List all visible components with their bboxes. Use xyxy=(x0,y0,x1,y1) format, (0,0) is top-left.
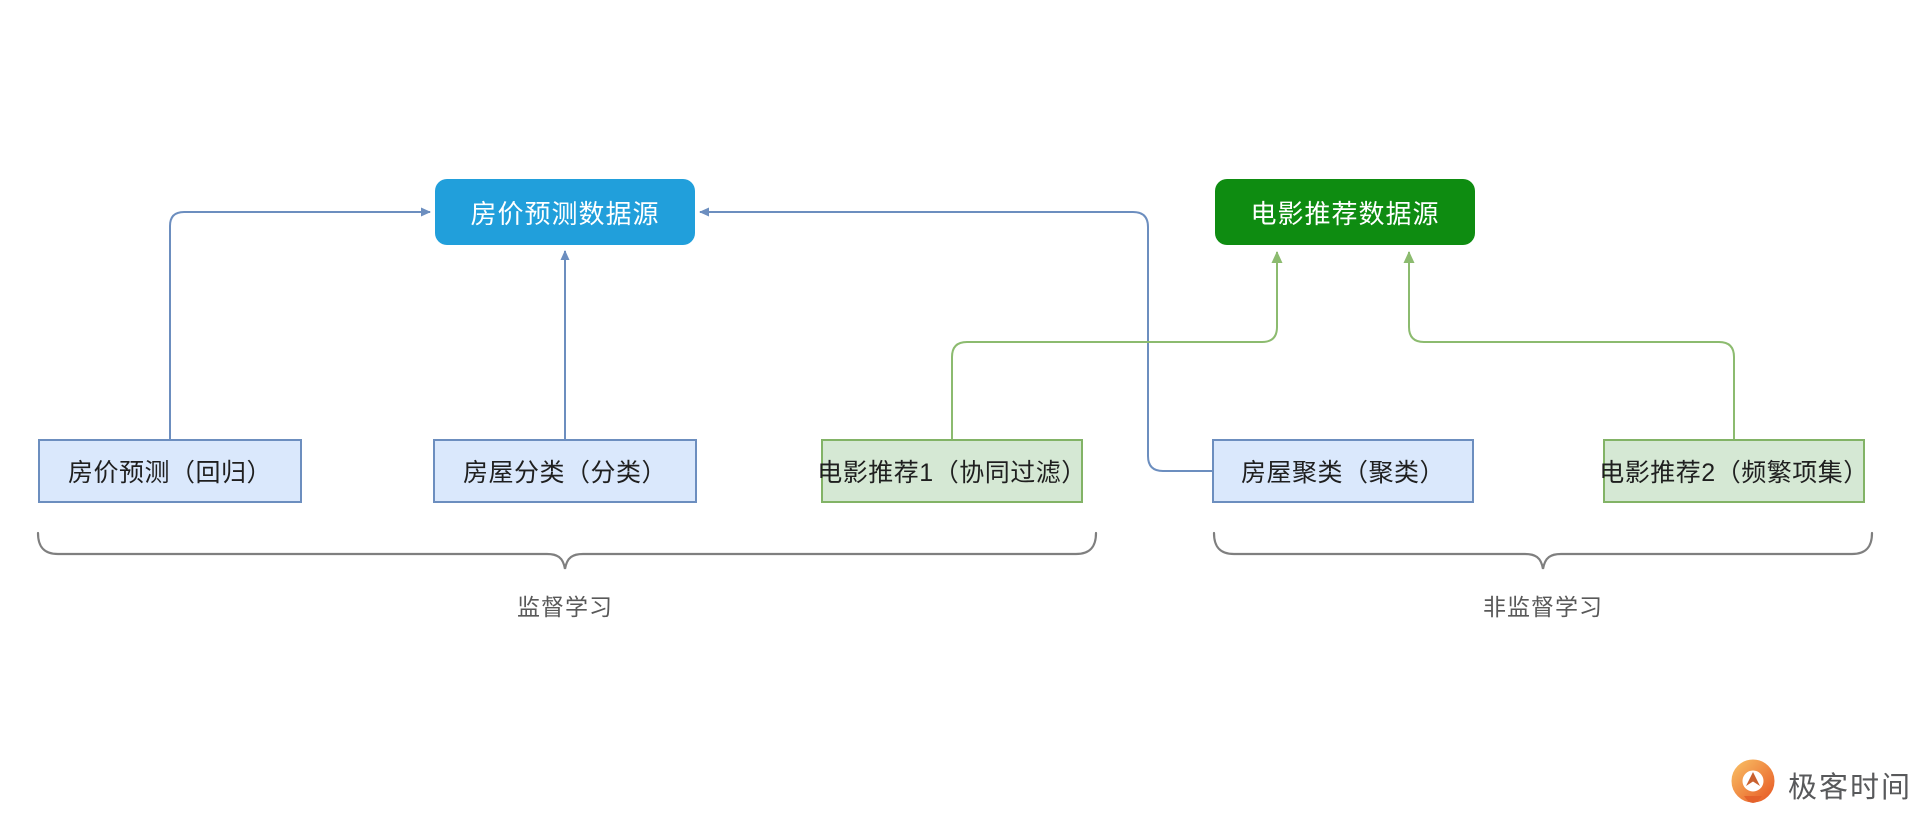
node-movie-rec-data-source: 电影推荐数据源 xyxy=(1215,179,1475,245)
node-house-clustering: 房屋聚类（聚类） xyxy=(1212,439,1474,503)
node-house-classification: 房屋分类（分类） xyxy=(433,439,697,503)
node-movie-rec-2-freq-itemset: 电影推荐2（频繁项集） xyxy=(1599,439,1868,503)
brace-supervised-group xyxy=(36,531,1098,570)
geektime-logo-icon xyxy=(1731,759,1775,803)
label-unsupervised-learning: 非监督学习 xyxy=(1483,594,1603,620)
node-house-price-regression: 房价预测（回归） xyxy=(38,439,302,503)
connector-movie1-to-movie-source xyxy=(951,251,1283,439)
brace-unsupervised-group xyxy=(1212,531,1874,570)
label-supervised-learning: 监督学习 xyxy=(517,594,613,620)
node-movie-rec-1-collab-filter: 电影推荐1（协同过滤） xyxy=(817,439,1086,503)
geektime-logo-text: 极客时间 xyxy=(1788,772,1913,804)
connector-regression-to-house-source xyxy=(169,207,431,439)
geektime-logo: 极客时间 xyxy=(1730,758,1912,812)
connector-movie2-to-movie-source xyxy=(1403,251,1735,439)
node-house-price-data-source: 房价预测数据源 xyxy=(435,179,695,245)
